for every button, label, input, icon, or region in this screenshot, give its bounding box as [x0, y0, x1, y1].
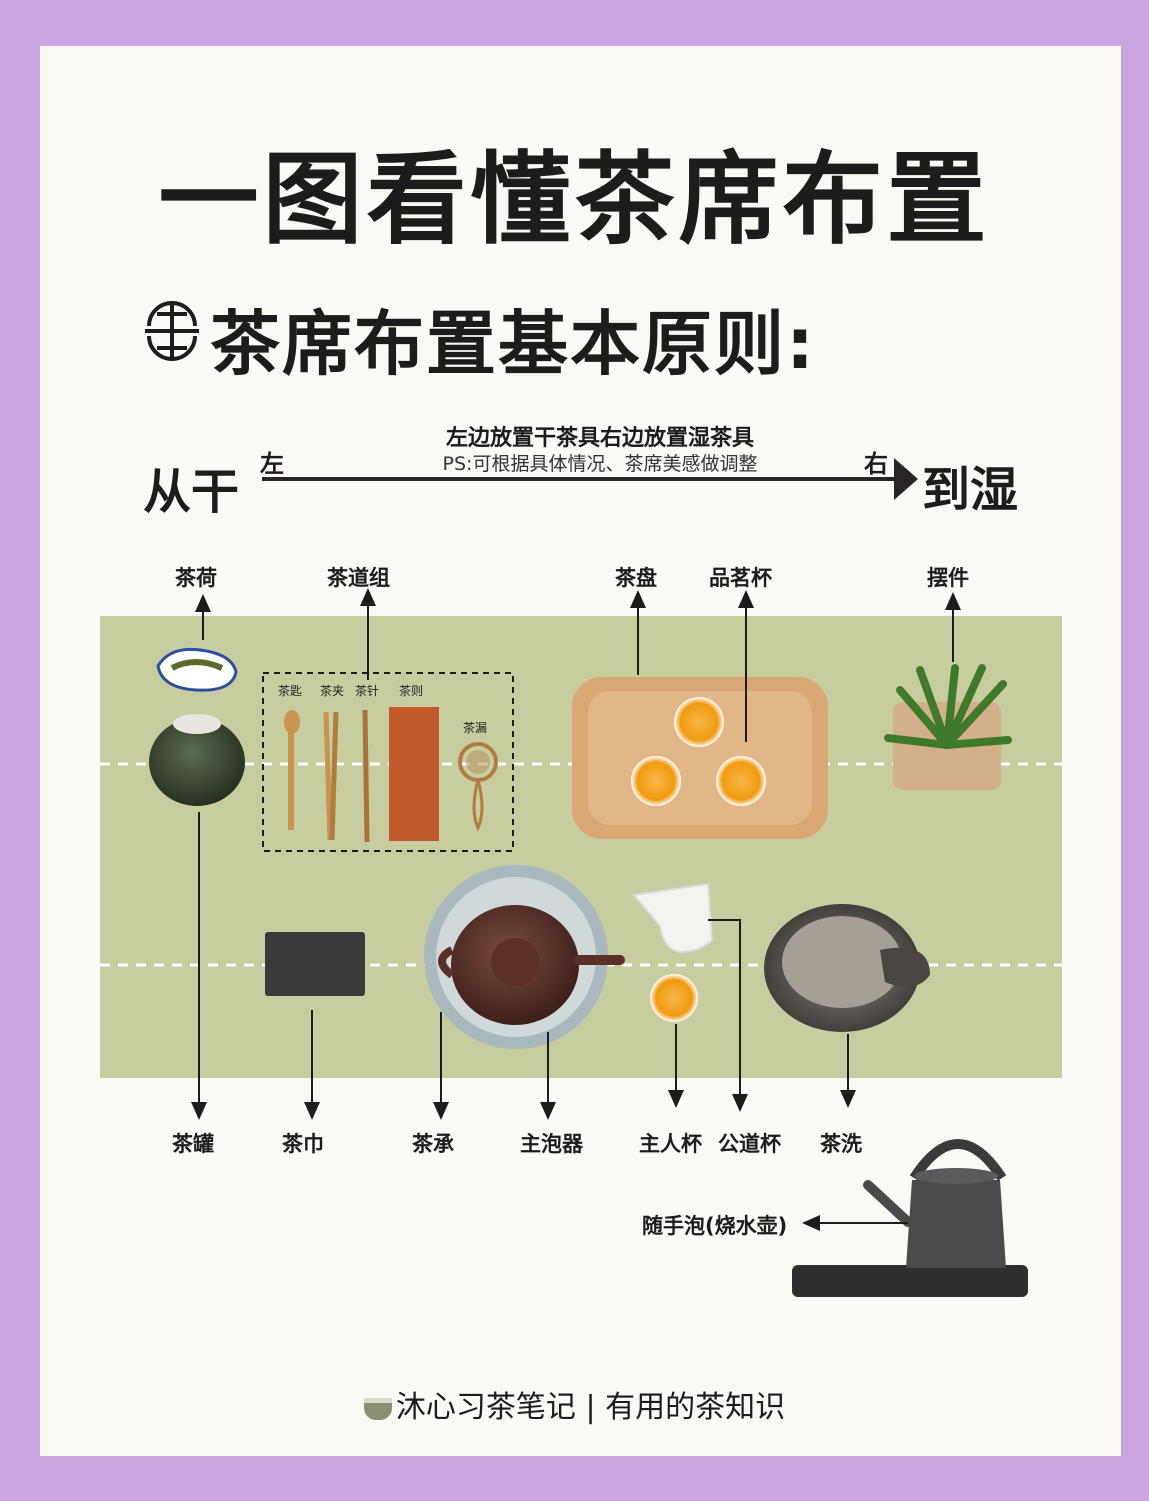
left-mark: 左 — [260, 450, 284, 478]
chalou-icon — [458, 742, 498, 832]
label-chaze: 茶则 — [399, 684, 424, 698]
label-baijian: 摆件 — [927, 566, 969, 590]
principle-note: 左边放置干茶具右边放置湿茶具 — [445, 426, 754, 451]
page-title: 一图看懂茶席布置 — [158, 141, 991, 258]
label-gongdaobei: 公道杯 — [718, 1132, 781, 1156]
label-chazhen: 茶针 — [355, 684, 380, 698]
principle-arrow — [262, 458, 918, 500]
kettle-icon — [792, 1139, 1028, 1297]
label-chacheng: 茶承 — [412, 1132, 454, 1156]
footer: 沐心习茶笔记 | 有用的茶知识 — [0, 1382, 1149, 1426]
pinmingbei-cup-2 — [631, 756, 681, 806]
principle-from: 从干 — [143, 464, 240, 520]
label-pinmingbei: 品茗杯 — [709, 566, 772, 590]
right-mark: 右 — [864, 450, 888, 478]
chajia-icon — [323, 711, 339, 841]
principle-ps: PS:可根据具体情况、茶席美感做调整 — [442, 453, 758, 475]
label-kettle: 随手泡(烧水壶) — [642, 1214, 788, 1238]
label-chapan: 茶盘 — [615, 566, 657, 590]
footer-text: 沐心习茶笔记 | 有用的茶知识 — [395, 1390, 786, 1425]
tool-set-box — [262, 672, 514, 852]
label-chadaozu: 茶道组 — [327, 566, 390, 590]
zhupaoqi-icon — [438, 905, 625, 1025]
gongdaobei-icon — [632, 882, 714, 954]
label-chalou: 茶漏 — [463, 721, 488, 735]
label-chahe: 茶荷 — [175, 566, 217, 590]
pinmingbei-cup-1 — [674, 697, 724, 747]
section-subtitle: 茶席布置基本原则: — [210, 303, 816, 385]
principle-to: 到湿 — [922, 462, 1019, 518]
chaguan-icon — [149, 714, 245, 806]
label-chachi: 茶匙 — [278, 684, 303, 698]
tea-logo-icon — [145, 301, 199, 361]
label-chajia: 茶夹 — [320, 684, 345, 698]
zhurenbei-icon — [650, 974, 698, 1022]
chajin-icon — [265, 932, 365, 996]
teacup-icon — [363, 1397, 392, 1420]
label-chaxi: 茶洗 — [820, 1132, 862, 1156]
label-chajin: 茶巾 — [282, 1132, 324, 1156]
chachi-icon — [284, 710, 300, 830]
label-zhurenbei: 主人杯 — [639, 1132, 702, 1156]
pinmingbei-cup-3 — [716, 756, 766, 806]
chazhen-icon — [362, 709, 370, 843]
label-chaguan: 茶罐 — [172, 1132, 214, 1156]
chaze-icon — [389, 707, 439, 841]
connector-arrows — [191, 588, 961, 1231]
chahe-icon — [156, 647, 238, 692]
label-zhupaoqi: 主泡器 — [520, 1132, 583, 1156]
baijian-icon — [884, 664, 1012, 790]
chaxi-icon — [764, 904, 930, 1032]
